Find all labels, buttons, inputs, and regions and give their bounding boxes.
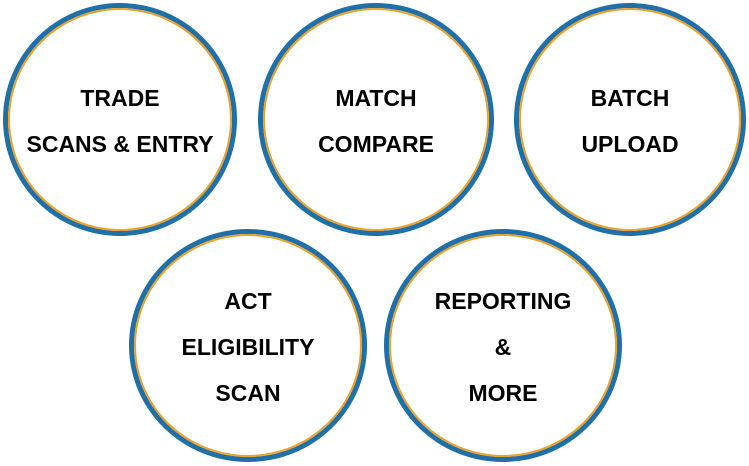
circle-trade-scans-entry: TRADE SCANS & ENTRY bbox=[3, 3, 237, 236]
circle-label-line: COMPARE bbox=[318, 130, 434, 157]
circle-batch-upload: BATCH UPLOAD bbox=[514, 3, 746, 236]
circle-label: REPORTING & MORE bbox=[435, 278, 572, 416]
circle-act-eligibility-scan: ACT ELIGIBILITY SCAN bbox=[129, 229, 367, 462]
circle-label-line: SCAN bbox=[215, 379, 281, 406]
circle-label-line: BATCH bbox=[590, 84, 670, 111]
circle-label-line: TRADE bbox=[80, 84, 160, 111]
circle-label-line: & bbox=[494, 333, 512, 360]
circle-label: MATCH COMPARE bbox=[318, 75, 434, 167]
circle-label-line: REPORTING bbox=[434, 287, 572, 314]
circle-label: ACT ELIGIBILITY SCAN bbox=[182, 278, 315, 416]
circle-reporting-more: REPORTING & MORE bbox=[384, 229, 622, 462]
circle-label: TRADE SCANS & ENTRY bbox=[27, 75, 214, 167]
circle-match-compare: MATCH COMPARE bbox=[258, 3, 494, 236]
circle-label-line: SCANS & ENTRY bbox=[26, 130, 214, 157]
circle-label-line: ACT bbox=[224, 287, 272, 314]
circle-label-line: MORE bbox=[468, 379, 538, 406]
circle-label-line: UPLOAD bbox=[581, 130, 679, 157]
circle-label-line: ELIGIBILITY bbox=[181, 333, 315, 360]
circle-label: BATCH UPLOAD bbox=[581, 75, 678, 167]
circle-label-line: MATCH bbox=[335, 84, 417, 111]
